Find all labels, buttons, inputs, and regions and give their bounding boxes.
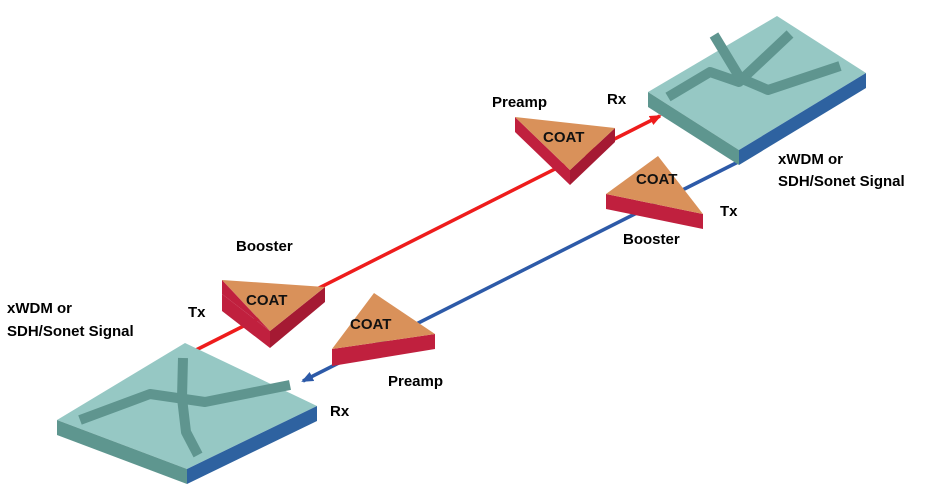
booster-left-label: Booster xyxy=(236,238,293,255)
left-signal-label-line1: xWDM or xyxy=(7,300,72,317)
rx-right-label: Rx xyxy=(607,91,627,108)
preamp-amplifier-right: COAT xyxy=(515,117,615,185)
tx-left-label: Tx xyxy=(188,304,206,321)
booster-left-type: COAT xyxy=(246,292,287,309)
preamp-right-label: Preamp xyxy=(492,94,547,111)
right-signal-label-line1: xWDM or xyxy=(778,151,843,168)
booster-amplifier-left: COAT xyxy=(222,280,325,348)
preamp-right-type: COAT xyxy=(543,129,584,146)
left-switch xyxy=(57,343,317,484)
booster-right-label: Booster xyxy=(623,231,680,248)
right-switch-cross-icon xyxy=(665,30,842,102)
preamp-left-label: Preamp xyxy=(388,373,443,390)
right-signal-label-line2: SDH/Sonet Signal xyxy=(778,173,905,190)
right-switch xyxy=(648,16,866,165)
tx-right-label: Tx xyxy=(720,203,738,220)
left-signal-label-line2: SDH/Sonet Signal xyxy=(7,323,134,340)
rx-left-label: Rx xyxy=(330,403,350,420)
preamp-amplifier-left: COAT xyxy=(332,293,435,366)
booster-amplifier-right: COAT xyxy=(606,156,703,229)
booster-right-type: COAT xyxy=(636,171,677,188)
preamp-left-type: COAT xyxy=(350,316,391,333)
left-switch-cross-icon xyxy=(78,357,291,458)
